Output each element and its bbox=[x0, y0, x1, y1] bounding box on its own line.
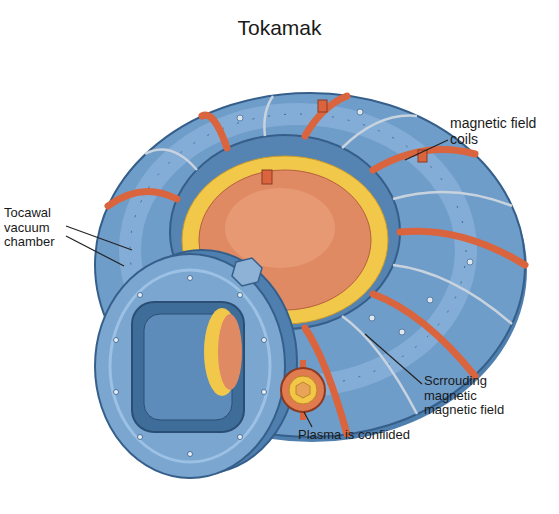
bolt bbox=[114, 338, 119, 343]
leader-line bbox=[66, 226, 132, 250]
thin-coil bbox=[264, 96, 273, 136]
vacuum-flange bbox=[95, 254, 285, 478]
port-nut bbox=[232, 258, 262, 286]
bolt bbox=[238, 293, 243, 298]
field-coil bbox=[202, 115, 227, 148]
bolt bbox=[188, 276, 193, 281]
coil-dot bbox=[357, 109, 363, 115]
coil-dot bbox=[467, 259, 473, 265]
thin-coil bbox=[393, 192, 512, 206]
leader-line bbox=[66, 236, 124, 266]
bolt bbox=[262, 338, 267, 343]
field-coil bbox=[305, 96, 347, 136]
dome-highlight bbox=[225, 188, 335, 268]
field-coil bbox=[108, 191, 177, 206]
bolt bbox=[138, 435, 143, 440]
callout-label: Plasma is confiided bbox=[298, 428, 468, 443]
leader-line bbox=[365, 334, 422, 384]
bolt bbox=[188, 452, 193, 457]
leader-line bbox=[304, 412, 312, 427]
callout-label: magnetic field coils bbox=[450, 116, 538, 147]
chamber-opening bbox=[132, 302, 244, 432]
leader-lines bbox=[66, 140, 448, 427]
plasma-cross-section bbox=[281, 368, 325, 412]
coil-tabs bbox=[262, 100, 427, 184]
bolt bbox=[262, 390, 267, 395]
coil-tab bbox=[318, 100, 327, 112]
flange-bolts bbox=[114, 276, 267, 457]
coil-tab bbox=[262, 170, 272, 184]
field-coil bbox=[373, 150, 475, 170]
thin-coil bbox=[145, 150, 197, 170]
thin-coil bbox=[342, 316, 417, 414]
callout-label: Tocawal vacuum chamber bbox=[4, 206, 68, 250]
field-coil bbox=[373, 294, 475, 376]
coil-dot bbox=[237, 115, 243, 121]
flange-rim bbox=[110, 270, 270, 462]
coil-dot bbox=[399, 329, 405, 335]
plasma-core bbox=[289, 376, 317, 404]
bolt bbox=[138, 293, 143, 298]
bolt bbox=[114, 390, 119, 395]
leader-line bbox=[405, 140, 448, 160]
coil-dot bbox=[369, 315, 375, 321]
callout-label: Scrrouding magnetic magnetic field bbox=[424, 374, 528, 418]
bolt bbox=[238, 435, 243, 440]
diagram-title: Tokamak bbox=[0, 16, 559, 40]
plasma-center bbox=[296, 382, 310, 398]
thin-coil bbox=[342, 116, 417, 148]
field-coil bbox=[400, 231, 525, 265]
inner-plasma bbox=[218, 314, 242, 390]
coil-dot bbox=[427, 297, 433, 303]
